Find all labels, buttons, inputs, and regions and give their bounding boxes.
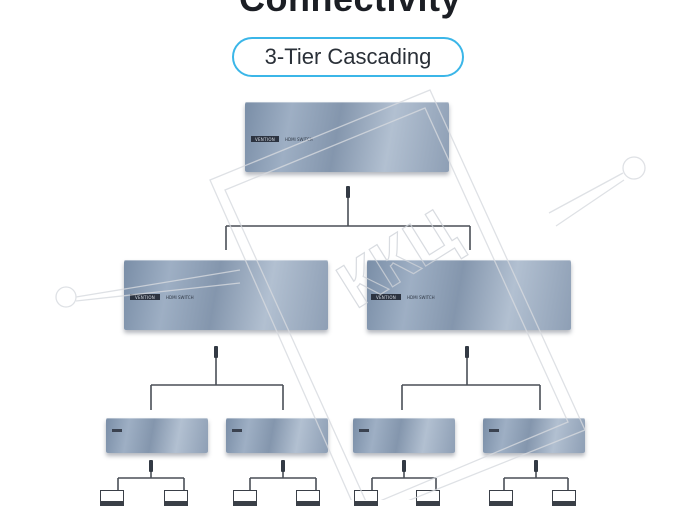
- hdmi-port-icon: [346, 186, 350, 198]
- hdmi-port-icon: [214, 346, 218, 358]
- hdmi-switch-tier3: [106, 418, 208, 453]
- monitor-icon: [416, 490, 440, 506]
- hdmi-port-icon: [402, 460, 406, 472]
- device-brand-logo: VENTION: [371, 294, 401, 300]
- monitor-icon: [552, 490, 576, 506]
- device-brand-label: VENTION: [375, 294, 397, 300]
- hdmi-port-icon: [534, 460, 538, 472]
- device-model-label: HDMI SWITCH: [166, 295, 194, 300]
- hdmi-port-icon: [149, 460, 153, 472]
- device-brand-label: VENTION: [254, 136, 276, 142]
- device-brand-logo: VENTION: [130, 294, 160, 300]
- hdmi-switch-tier3: [353, 418, 455, 453]
- monitor-icon: [164, 490, 188, 506]
- monitor-icon: [296, 490, 320, 506]
- device-brand-logo: [232, 429, 242, 432]
- page-title: Connectivity: [0, 0, 700, 20]
- device-brand-logo: [112, 429, 122, 432]
- device-model-label: HDMI SWITCH: [285, 137, 313, 142]
- monitor-icon: [354, 490, 378, 506]
- monitor-icon: [233, 490, 257, 506]
- device-model-label: HDMI SWITCH: [407, 295, 435, 300]
- cascading-badge-label: 3-Tier Cascading: [264, 44, 432, 69]
- hdmi-switch-tier3: [483, 418, 585, 453]
- hdmi-switch-tier3: [226, 418, 328, 453]
- device-brand-logo: VENTION: [251, 136, 279, 142]
- monitor-icon: [489, 490, 513, 506]
- device-brand-logo: [359, 429, 369, 432]
- hdmi-switch-tier2-right: VENTION HDMI SWITCH: [367, 260, 571, 330]
- hdmi-switch-tier2-left: VENTION HDMI SWITCH: [124, 260, 328, 330]
- monitor-icon: [100, 490, 124, 506]
- hdmi-switch-tier1: VENTION HDMI SWITCH: [245, 102, 449, 172]
- cascading-badge: 3-Tier Cascading: [232, 37, 464, 77]
- hdmi-port-icon: [281, 460, 285, 472]
- device-brand-label: VENTION: [134, 294, 156, 300]
- device-brand-logo: [489, 429, 499, 432]
- hdmi-port-icon: [465, 346, 469, 358]
